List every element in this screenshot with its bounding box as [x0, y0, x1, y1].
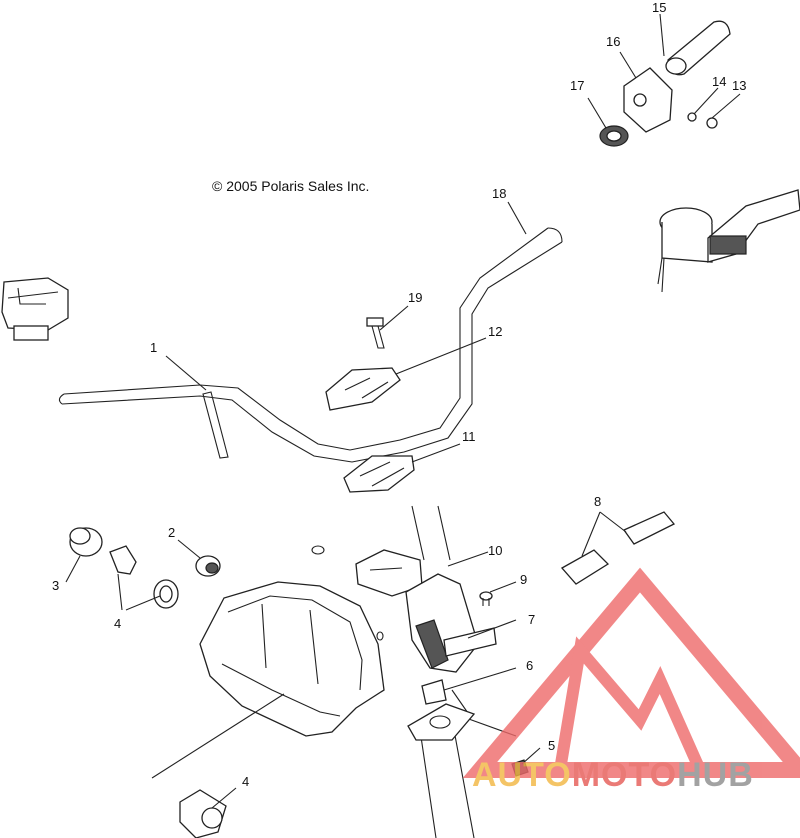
label-part-7: 7 [528, 612, 535, 627]
part-4-bracket [109, 545, 137, 575]
leader-lines [65, 13, 741, 809]
part-13-screw [706, 117, 718, 129]
label-part-5: 5 [548, 738, 555, 753]
part-6-bushing [421, 679, 447, 705]
part-4-ring [153, 579, 179, 609]
part-12-clamp-upper [325, 367, 401, 411]
part-11-clamp-lower [343, 455, 415, 493]
left-switch-housing [1, 277, 69, 341]
copyright-text: © 2005 Polaris Sales Inc. [212, 178, 369, 194]
label-part-16: 16 [606, 34, 620, 49]
label-part-17: 17 [570, 78, 584, 93]
label-part-15: 15 [652, 0, 666, 15]
watermark-logo-triangle [462, 567, 800, 778]
label-part-8: 8 [594, 494, 601, 509]
handlebar [58, 227, 563, 463]
part-16-housing [623, 67, 673, 133]
label-part-13: 13 [732, 78, 746, 93]
part-2-plug [195, 555, 221, 577]
part-7-spring [415, 619, 497, 669]
label-part-2: 2 [168, 525, 175, 540]
label-part-10: 10 [488, 543, 502, 558]
part-4-switch [179, 789, 227, 838]
label-part-19: 19 [408, 290, 422, 305]
watermark-text: AUTOMOTOHUB [472, 756, 754, 794]
part-8-throttle-large [560, 549, 610, 585]
watermark-logo-inner [554, 636, 706, 773]
watermark-word-moto: MOTO [572, 756, 677, 794]
label-part-1: 1 [150, 340, 157, 355]
label-part-14: 14 [712, 74, 726, 89]
part-1-cable [202, 391, 229, 459]
label-part-11: 11 [462, 429, 476, 444]
watermark-word-auto: AUTO [472, 756, 572, 794]
part-17-washer [599, 125, 629, 147]
brake-lever-assembly [657, 189, 800, 293]
watermark-word-hub: HUB [677, 756, 754, 794]
part-14-nut [687, 112, 697, 122]
label-part-18: 18 [492, 186, 506, 201]
label-part-6: 6 [526, 658, 533, 673]
part-8-throttle-small [623, 511, 676, 545]
part-19-bolt [366, 317, 385, 349]
part-15-grip [665, 20, 731, 76]
part-labels: 1 2 3 4 4 5 6 7 8 9 10 11 12 13 14 15 16… [52, 0, 746, 789]
part-3-cap [69, 527, 103, 557]
label-part-3: 3 [52, 578, 59, 593]
label-part-4-lower: 4 [242, 774, 249, 789]
part-9-screw [479, 591, 493, 606]
label-part-12: 12 [488, 324, 502, 339]
steering-base-plate [407, 703, 476, 741]
automotohub-watermark: AUTOMOTOHUB [462, 567, 800, 794]
label-part-4-upper: 4 [114, 616, 121, 631]
label-part-9: 9 [520, 572, 527, 587]
handlebar-cover-pod [199, 545, 385, 737]
